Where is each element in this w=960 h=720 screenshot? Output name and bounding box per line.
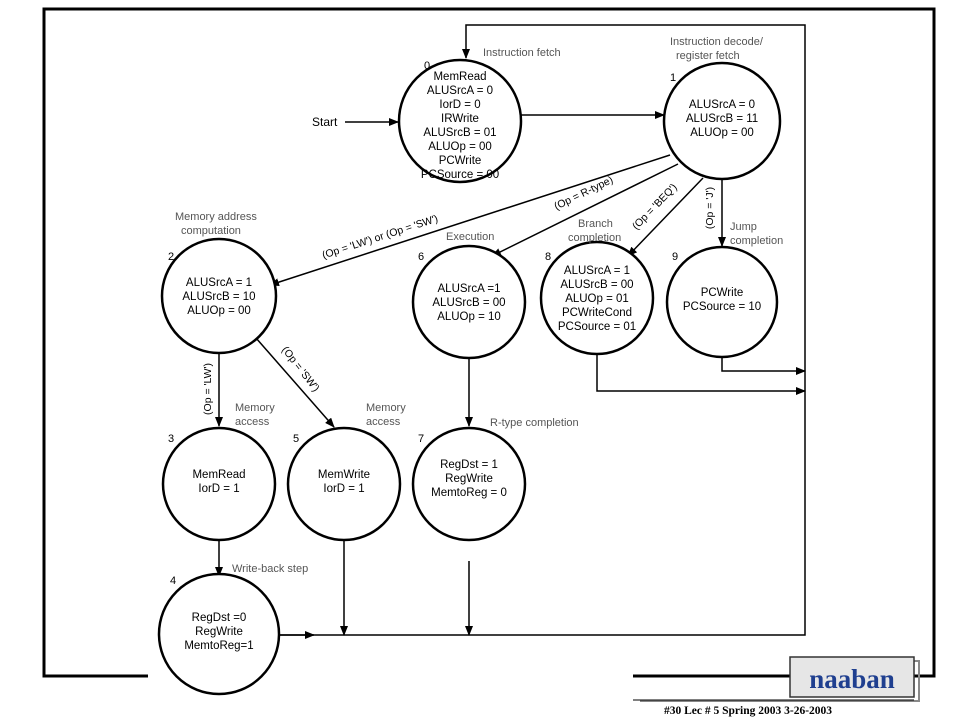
logo-text: naaban — [809, 664, 895, 694]
state-5-number: 5 — [293, 433, 299, 445]
edge-1-8 — [627, 177, 704, 257]
state-0-line-3: IRWrite — [441, 113, 479, 125]
step-labels: Instruction fetch Instruction decode/ re… — [175, 36, 783, 575]
state-0-line-4: ALUSrcB = 01 — [423, 127, 496, 139]
state-0-line-1: ALUSrcA = 0 — [427, 85, 493, 97]
state-0-line-7: PCSource = 00 — [421, 169, 499, 181]
edge-2-5 — [255, 337, 335, 428]
step-label-branch-line-1: completion — [568, 232, 621, 244]
edge-1-6 — [491, 163, 679, 257]
step-label-mem-access-2-line-0: Memory — [366, 402, 406, 414]
state-5-line-0: MemWrite — [318, 469, 370, 481]
condition-lw: (Op = 'LW') — [202, 363, 214, 415]
state-3: 3 MemRead IorD = 1 — [161, 426, 277, 542]
state-3-number: 3 — [168, 433, 174, 445]
state-2-line-1: ALUSrcB = 10 — [182, 291, 255, 303]
state-0-line-0: MemRead — [433, 71, 486, 83]
state-3-line-1: IorD = 1 — [198, 483, 239, 495]
state-4-line-0: RegDst =0 — [192, 612, 247, 624]
logo-box — [789, 656, 915, 698]
state-6-line-1: ALUSrcB = 00 — [432, 297, 505, 309]
start-label: Start — [312, 115, 338, 129]
step-label-branch-line-0: Branch — [578, 218, 613, 230]
step-label-mem-addr-line-1: computation — [181, 225, 241, 237]
step-label-decode-line-1: register fetch — [676, 50, 740, 62]
state-7-line-0: RegDst = 1 — [440, 459, 498, 471]
step-label-write-back: Write-back step — [232, 563, 308, 575]
step-label-mem-access-1-line-0: Memory — [235, 402, 275, 414]
footer-logo: naaban — [633, 656, 920, 702]
step-label-instruction-fetch: Instruction fetch — [483, 47, 561, 59]
state-4: 4 RegDst =0 RegWrite MemtoReg=1 — [157, 572, 281, 696]
state-8-line-4: PCSource = 01 — [558, 321, 636, 333]
condition-j: (Op = 'J') — [704, 187, 716, 229]
state-6-line-0: ALUSrcA =1 — [438, 283, 501, 295]
state-6: 6 ALUSrcA =1 ALUSrcB = 00 ALUOp = 10 — [411, 244, 527, 360]
state-9-line-0: PCWrite — [701, 287, 744, 299]
step-label-rtype-completion: R-type completion — [490, 417, 579, 429]
step-label-jump-line-1: completion — [730, 235, 783, 247]
state-0-line-5: ALUOp = 00 — [428, 141, 492, 153]
state-1: 1 ALUSrcA = 0 ALUSrcB = 11 ALUOp = 00 — [662, 61, 782, 181]
footer-caption: #30 Lec # 5 Spring 2003 3-26-2003 — [664, 705, 832, 717]
state-8: 8 ALUSrcA = 1 ALUSrcB = 00 ALUOp = 01 PC… — [539, 240, 655, 356]
state-8-line-3: PCWriteCond — [562, 307, 632, 319]
state-3-line-0: MemRead — [192, 469, 245, 481]
state-4-line-2: MemtoReg=1 — [184, 640, 253, 652]
state-4-line-1: RegWrite — [195, 626, 243, 638]
state-9-line-1: PCSource = 10 — [683, 301, 761, 313]
state-0-number: 0 — [424, 60, 430, 72]
state-0-line-6: PCWrite — [439, 155, 482, 167]
state-8-line-1: ALUSrcB = 00 — [560, 279, 633, 291]
step-label-mem-access-1-line-1: access — [235, 416, 270, 428]
step-label-jump-line-0: Jump — [730, 221, 757, 233]
state-2: 2 ALUSrcA = 1 ALUSrcB = 10 ALUOp = 00 — [160, 237, 278, 355]
condition-sw: (Op = 'SW') — [279, 344, 322, 394]
state-4-number: 4 — [170, 575, 176, 587]
state-7-line-1: RegWrite — [445, 473, 493, 485]
state-1-number: 1 — [670, 72, 676, 84]
state-7: 7 RegDst = 1 RegWrite MemtoReg = 0 — [411, 426, 527, 542]
state-0: 0 MemRead ALUSrcA = 0 IorD = 0 IRWrite A… — [397, 58, 523, 184]
state-7-line-2: MemtoReg = 0 — [431, 487, 507, 499]
state-7-number: 7 — [418, 433, 424, 445]
edge-9-bus — [721, 356, 806, 375]
state-8-line-0: ALUSrcA = 1 — [564, 265, 630, 277]
step-label-mem-addr-line-0: Memory address — [175, 211, 257, 223]
state-2-line-0: ALUSrcA = 1 — [186, 277, 252, 289]
step-label-decode-line-0: Instruction decode/ — [670, 36, 764, 48]
state-1-line-1: ALUSrcB = 11 — [686, 113, 758, 125]
edge-8-bus — [596, 353, 806, 395]
state-1-line-2: ALUOp = 00 — [690, 127, 754, 139]
step-label-execution: Execution — [446, 231, 494, 243]
state-5: 5 MemWrite IorD = 1 — [286, 426, 402, 542]
state-2-number: 2 — [168, 251, 174, 263]
condition-beq: (Op = 'BEQ') — [630, 181, 680, 232]
condition-rtype: (Op = R-type) — [552, 174, 615, 213]
state-9-number: 9 — [672, 251, 678, 263]
edge-1-2 — [269, 154, 671, 287]
state-0-line-2: IorD = 0 — [439, 99, 480, 111]
state-9: 9 PCWrite PCSource = 10 — [665, 245, 779, 359]
step-label-mem-access-2-line-1: access — [366, 416, 401, 428]
state-8-line-2: ALUOp = 01 — [565, 293, 629, 305]
state-2-line-2: ALUOp = 00 — [187, 305, 251, 317]
state-6-number: 6 — [418, 251, 424, 263]
return-bus — [270, 24, 806, 636]
state-6-line-2: ALUOp = 10 — [437, 311, 501, 323]
state-8-number: 8 — [545, 251, 551, 263]
state-1-line-0: ALUSrcA = 0 — [689, 99, 755, 111]
state-5-line-1: IorD = 1 — [323, 483, 364, 495]
